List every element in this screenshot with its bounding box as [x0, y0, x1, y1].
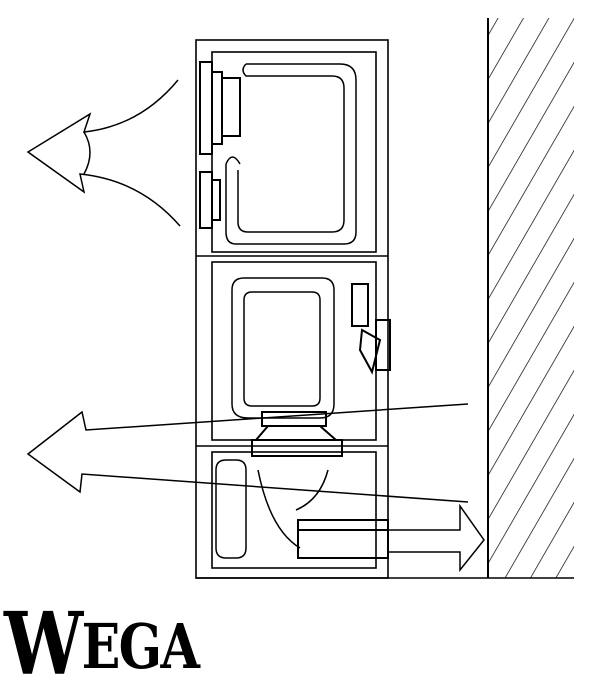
- brand-logo-rest: EGA: [81, 610, 200, 683]
- wall: [487, 18, 574, 578]
- brand-logo: WEGA: [4, 596, 200, 688]
- upper-airflow-arrow: [26, 79, 181, 227]
- bottom-chamber-duct: [215, 459, 329, 559]
- brand-logo-initial: W: [4, 594, 83, 695]
- rear-driver: [351, 283, 391, 375]
- lower-airflow-arrow: [26, 403, 469, 503]
- mid-chamber-duct: [231, 277, 335, 419]
- bottom-port: [297, 519, 389, 559]
- port-outlet-arrow: [388, 503, 485, 573]
- front-drivers: [199, 61, 241, 229]
- internal-woofer: [251, 411, 343, 457]
- speaker-cabinet: [195, 39, 389, 579]
- top-chamber-duct: [225, 63, 357, 245]
